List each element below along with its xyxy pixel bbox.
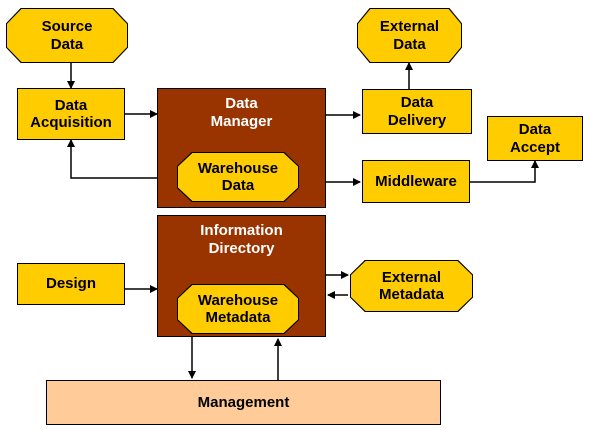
- data-accept-node: Data Accept: [487, 116, 583, 161]
- warehouse-data-label: Warehouse Data: [197, 159, 279, 194]
- external-data-label: External Data: [379, 18, 440, 53]
- data-delivery-label: Data Delivery: [387, 94, 447, 129]
- middleware-label: Middleware: [375, 172, 457, 190]
- source-data-node: Source Data: [6, 8, 128, 63]
- external-metadata-label: External Metadata: [378, 268, 445, 303]
- middleware-node: Middleware: [362, 160, 470, 203]
- warehouse-metadata-node: Warehouse Metadata: [177, 284, 299, 334]
- data-acquisition-label: Data Acquisition: [30, 96, 112, 131]
- data-manager-title: Data Manager: [210, 95, 273, 130]
- data-acquisition-node: Data Acquisition: [17, 88, 125, 140]
- information-directory-title: Information Directory: [200, 222, 283, 257]
- management-label: Management: [197, 393, 290, 411]
- design-label: Design: [45, 275, 96, 293]
- source-data-label: Source Data: [41, 18, 93, 53]
- design-node: Design: [17, 263, 125, 305]
- management-node: Management: [46, 380, 441, 425]
- arrow-acquisition-warehouse-data: [67, 139, 176, 182]
- data-delivery-node: Data Delivery: [362, 89, 472, 134]
- external-data-node: External Data: [357, 8, 462, 63]
- external-metadata-node: External Metadata: [350, 260, 473, 312]
- warehouse-data-node: Warehouse Data: [177, 152, 299, 202]
- warehouse-metadata-label: Warehouse Metadata: [197, 291, 279, 326]
- arrow-middleware-to-accept: [470, 160, 539, 183]
- data-accept-label: Data Accept: [509, 121, 561, 156]
